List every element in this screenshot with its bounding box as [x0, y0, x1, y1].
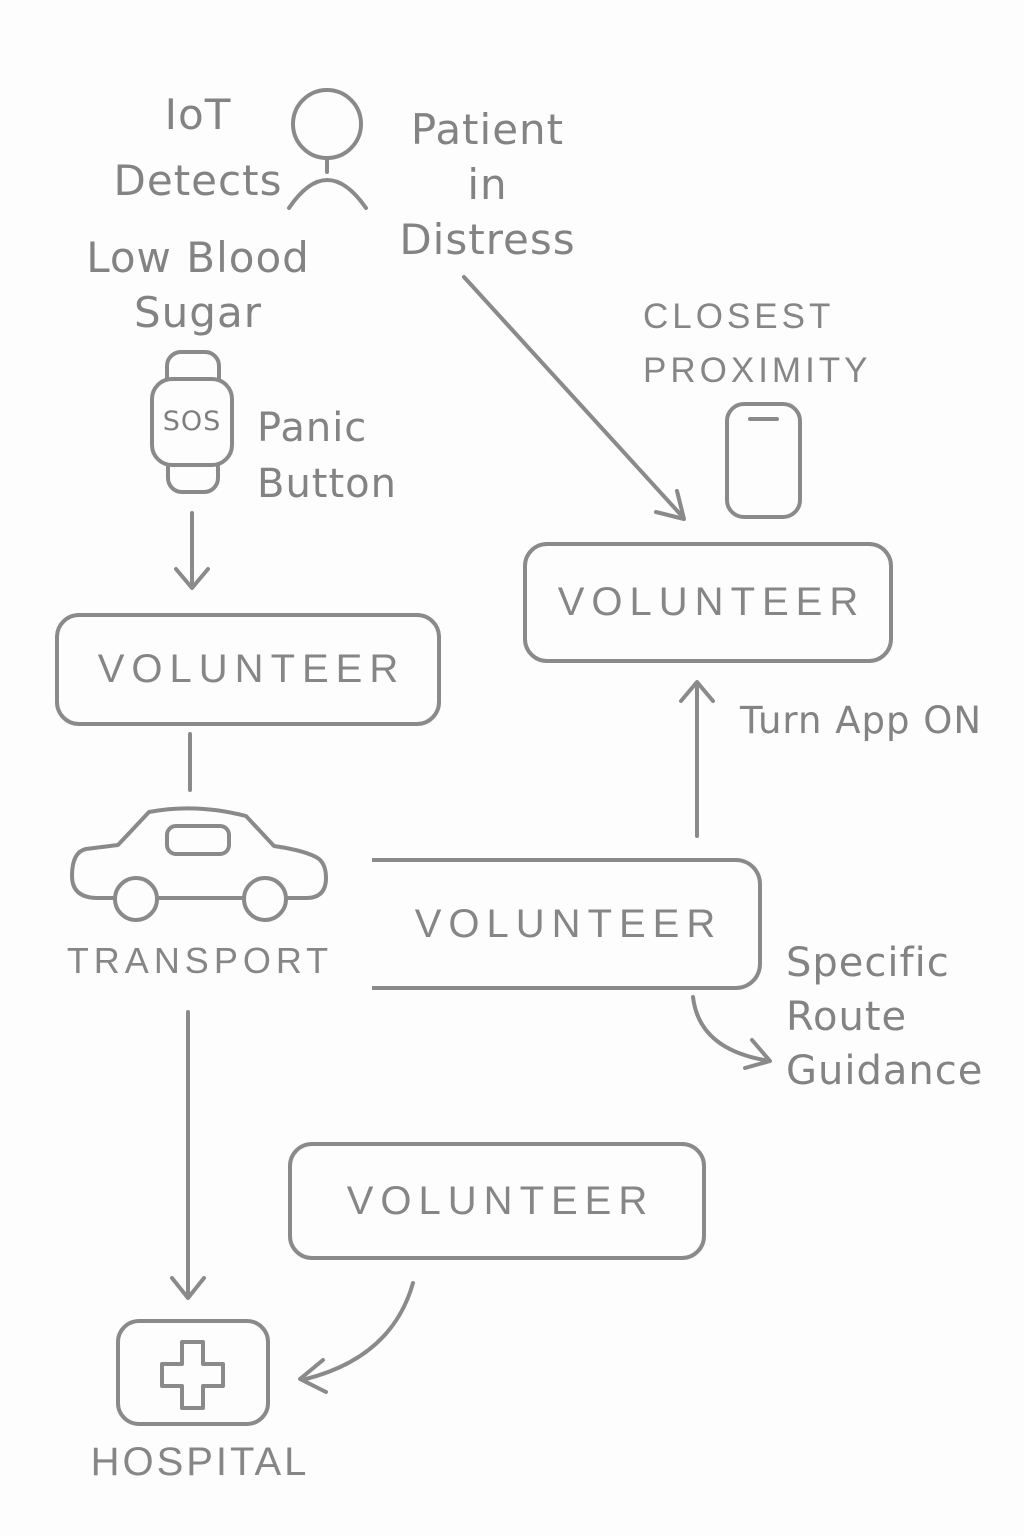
volunteer-box-bottom-label: VOLUNTEER: [346, 1178, 655, 1223]
arrow-turn-app-on: [679, 680, 715, 838]
route-guidance-line: Guidance: [786, 1048, 984, 1094]
panic-button-label: Panic Button: [257, 400, 477, 512]
sos-screen-label: SOS: [162, 406, 222, 437]
panic-button-line: Button: [257, 461, 397, 507]
panic-button-line: Panic: [257, 405, 368, 451]
volunteer-box-bottom: VOLUNTEER: [288, 1142, 706, 1260]
patient-in-distress-label: Patient in Distress: [380, 102, 595, 267]
arrow-route-guidance: [691, 995, 772, 1070]
iot-detects-line: Detects: [113, 156, 283, 205]
hospital-icon: [116, 1319, 270, 1426]
car-icon: [70, 806, 328, 922]
arrow-watch-to-volunteer: [174, 511, 210, 590]
low-blood-sugar-line: Sugar: [134, 288, 262, 337]
volunteer-box-right-label: VOLUNTEER: [557, 580, 866, 624]
arrow-transport-to-hospital: [170, 1010, 206, 1300]
volunteer-box-left: VOLUNTEER: [55, 613, 441, 726]
patient-line: in: [467, 160, 508, 209]
closest-proximity-line: CLOSEST: [643, 297, 835, 336]
route-guidance-line: Route: [786, 994, 908, 1040]
volunteer-box-left-label: VOLUNTEER: [97, 647, 406, 691]
patient-line: Distress: [399, 215, 576, 264]
hospital-label: HOSPITAL: [90, 1440, 310, 1484]
smartwatch-icon: [150, 350, 234, 494]
low-blood-sugar-label: Low Blood Sugar: [73, 230, 323, 340]
volunteer-box-middle-label: VOLUNTEER: [414, 901, 723, 946]
volunteer-box-middle: VOLUNTEER: [372, 858, 762, 990]
volunteer-box-right: VOLUNTEER: [523, 542, 893, 663]
closest-proximity-label: CLOSEST PROXIMITY: [643, 290, 923, 398]
transport-label: TRANSPORT: [66, 940, 334, 981]
phone-icon: [725, 402, 802, 519]
closest-proximity-line: PROXIMITY: [643, 351, 872, 390]
low-blood-sugar-line: Low Blood: [86, 233, 310, 282]
route-guidance-label: Specific Route Guidance: [786, 936, 1016, 1098]
iot-detects-label: IoT Detects: [73, 82, 323, 214]
turn-app-on-label: Turn App ON: [740, 699, 983, 742]
medical-cross-icon: [160, 1340, 225, 1410]
route-guidance-line: Specific: [786, 940, 950, 986]
iot-detects-line: IoT: [164, 90, 232, 139]
patient-line: Patient: [410, 105, 565, 154]
arrow-patient-to-volunteer: [462, 275, 686, 521]
person-icon: [287, 88, 368, 210]
arrow-volunteer-to-hospital: [298, 1281, 415, 1394]
